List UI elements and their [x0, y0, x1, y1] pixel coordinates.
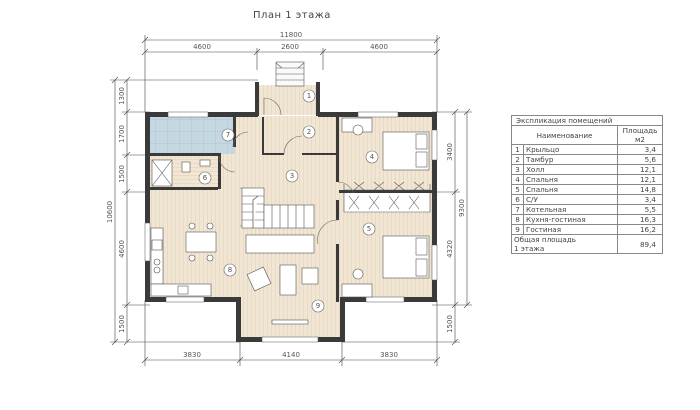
page-title: План 1 этажа — [253, 10, 331, 21]
table-title: Экспликация помещений — [511, 115, 663, 126]
table-header-row: Наименование Площадь м2 — [511, 125, 663, 145]
room-number-5: 5 — [367, 225, 371, 233]
column-name-header: Наименование — [511, 125, 618, 145]
total-label-line-1: Общая площадь — [514, 235, 576, 244]
room-number-3: 3 — [290, 172, 294, 180]
row-name: Холл — [523, 164, 618, 175]
dim-left-1: 1300 — [118, 87, 126, 105]
bedroom-4-furniture — [341, 117, 431, 213]
room-number-8: 8 — [228, 266, 232, 274]
dim-left-4: 4600 — [118, 240, 126, 258]
room-schedule-table: Экспликация помещений Наименование Площа… — [511, 115, 663, 254]
row-area: 12,1 — [617, 174, 663, 185]
row-number: 6 — [511, 194, 524, 205]
row-name: С/У — [523, 194, 618, 205]
dim-left-total: 10600 — [106, 201, 114, 223]
dim-left-3: 1500 — [118, 165, 126, 183]
bathroom-fixtures — [151, 159, 211, 187]
row-number: 2 — [511, 154, 524, 165]
total-label: Общая площадь 1 этажа — [511, 234, 618, 254]
room-number-2: 2 — [307, 128, 311, 136]
room-number-7: 7 — [226, 131, 230, 139]
column-area-label: Площадь — [622, 126, 658, 135]
table-total-row: Общая площадь 1 этажа 89,4 — [511, 234, 663, 254]
row-area: 16,2 — [617, 224, 663, 235]
row-number: 3 — [511, 164, 524, 175]
row-area: 5,5 — [617, 204, 663, 215]
row-number: 7 — [511, 204, 524, 215]
dim-right-2: 4320 — [446, 240, 454, 258]
dim-bottom-2: 4140 — [282, 351, 300, 359]
row-name: Гостиная — [523, 224, 618, 235]
bedroom-5-furniture — [341, 235, 430, 298]
row-name: Спальня — [523, 174, 618, 185]
kitchen-furniture — [150, 222, 217, 297]
row-number: 4 — [511, 174, 524, 185]
row-name: Тамбур — [523, 154, 618, 165]
room-number-4: 4 — [370, 153, 375, 161]
row-area: 3,4 — [617, 194, 663, 205]
column-area-header: Площадь м2 — [617, 125, 663, 145]
dim-bottom-3: 3830 — [380, 351, 398, 359]
porch-steps — [275, 61, 305, 87]
room-markers — [198, 89, 379, 313]
top-dimensions — [141, 35, 441, 112]
row-area: 14,8 — [617, 184, 663, 195]
dim-left-5: 1500 — [118, 315, 126, 333]
dim-right-1: 3400 — [446, 143, 454, 161]
total-label-line-2: 1 этажа — [514, 244, 545, 253]
row-area: 3,4 — [617, 144, 663, 155]
row-number: 8 — [511, 214, 524, 225]
row-area: 12,1 — [617, 164, 663, 175]
row-name: Котельная — [523, 204, 618, 215]
bottom-dimensions — [141, 300, 441, 366]
room-number-6: 6 — [203, 174, 208, 182]
room-number-9: 9 — [316, 302, 320, 310]
dim-top-2: 2600 — [281, 43, 299, 51]
dim-top-3: 4600 — [370, 43, 388, 51]
windows — [144, 111, 438, 343]
living-furniture — [245, 234, 319, 325]
row-number: 5 — [511, 184, 524, 195]
total-area: 89,4 — [617, 234, 663, 254]
dim-left-2: 1700 — [118, 125, 126, 143]
row-area: 5,6 — [617, 154, 663, 165]
right-dimensions — [342, 108, 472, 346]
row-name: Спальня — [523, 184, 618, 195]
row-number: 1 — [511, 144, 524, 155]
row-name: Крыльцо — [523, 144, 618, 155]
dim-right-total: 9300 — [458, 199, 466, 217]
bedroom-4-wardrobe — [343, 181, 431, 191]
staircase — [241, 187, 315, 229]
dim-top-1: 4600 — [193, 43, 211, 51]
row-number: 9 — [511, 224, 524, 235]
column-area-unit: м2 — [635, 135, 645, 144]
row-area: 16,3 — [617, 214, 663, 225]
room-number-1: 1 — [307, 92, 311, 100]
table-title-row: Экспликация помещений — [511, 115, 663, 126]
dim-right-3: 1500 — [446, 315, 454, 333]
dim-top-total: 11800 — [280, 31, 302, 39]
row-name: Кухня-гостиная — [523, 214, 618, 225]
dim-bottom-1: 3830 — [183, 351, 201, 359]
